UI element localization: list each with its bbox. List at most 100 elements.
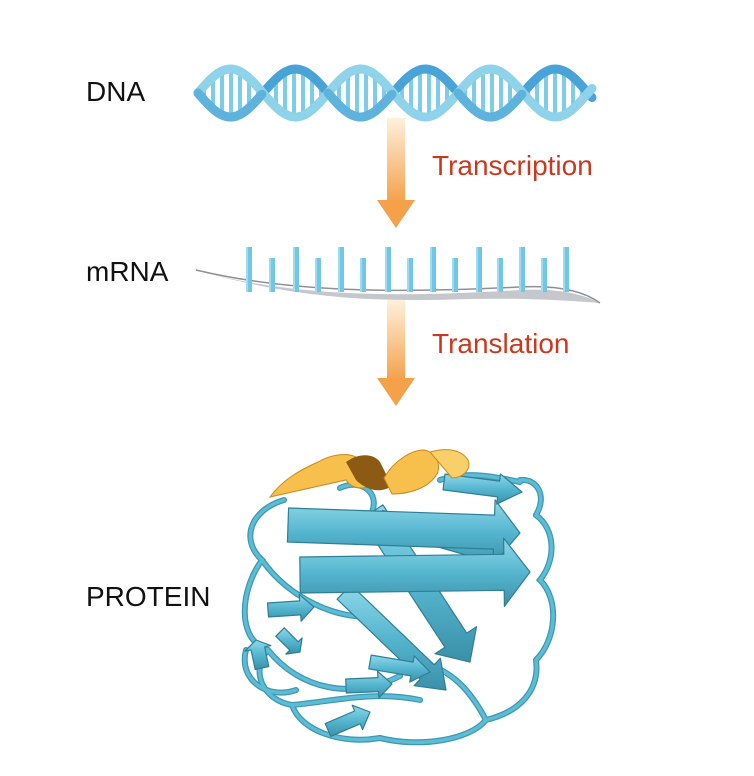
dna-base-pair [535, 77, 539, 109]
protein-coil-loop-highlight [338, 482, 376, 514]
dna-base-pair [418, 69, 422, 117]
dna-base-pair [463, 85, 467, 101]
dna-base-pair [301, 70, 305, 116]
dna-label: DNA [86, 76, 146, 107]
mrna-base [407, 258, 413, 292]
arrow-head [377, 378, 415, 406]
protein-beta-strand [368, 654, 431, 683]
dna-base-pair [202, 86, 206, 100]
mrna-base [315, 258, 321, 292]
mrna-base-highlight [476, 247, 478, 292]
dna-base-pair [562, 70, 566, 116]
dna-base-pair [229, 69, 233, 117]
mrna-base [293, 247, 299, 292]
mrna-base-highlight [315, 258, 317, 292]
mrna-base-highlight [269, 258, 271, 292]
dna-base-pair [310, 76, 314, 110]
protein-beta-strand [266, 594, 315, 622]
protein-alpha-helix-segment [429, 449, 470, 479]
dna-base-pair [481, 70, 485, 116]
dna-base-pair [337, 80, 341, 106]
protein-coil-loop-highlight [534, 513, 555, 662]
protein-coil-loop-highlight [518, 478, 543, 517]
mrna-base [541, 258, 547, 292]
dna-double-helix [193, 64, 597, 122]
dna-base-pair [373, 74, 377, 112]
mrna-base-highlight [246, 247, 248, 292]
mrna-base-highlight [541, 258, 543, 292]
protein-ribbon-icon [241, 449, 556, 746]
dna-base-pair [409, 74, 413, 112]
dna-base-pair [553, 69, 557, 117]
mrna-base-highlight [360, 258, 362, 292]
mrna-strand [195, 247, 601, 304]
mrna-base [519, 247, 525, 292]
protein-beta-strand [244, 639, 272, 671]
mrna-base-highlight [452, 258, 454, 292]
mrna-base [497, 258, 503, 292]
protein-coil-loop-highlight [242, 648, 298, 695]
mrna-base-highlight [497, 258, 499, 292]
mrna-backbone [196, 270, 600, 303]
transcription-label: Transcription [432, 150, 593, 181]
dna-base-pair [382, 82, 386, 104]
mrna-base [246, 247, 252, 292]
mrna-base [360, 258, 366, 292]
dna-base-pair [364, 69, 368, 117]
dna-base-pair [436, 73, 440, 113]
arrow-head [377, 200, 415, 228]
protein-label: PROTEIN [86, 581, 211, 612]
protein-beta-strand [345, 670, 393, 699]
dna-strand-front [193, 88, 267, 122]
dna-base-pair [238, 71, 242, 115]
dna-strand-front [453, 88, 527, 122]
dna-base-pair [490, 69, 494, 117]
dna-base-pair [355, 69, 359, 117]
mrna-base [269, 258, 275, 292]
mrna-base [476, 247, 482, 292]
protein-beta-strand [286, 499, 521, 565]
protein-coil-loop-highlight [290, 694, 422, 707]
mrna-base-highlight [563, 247, 565, 292]
dna-base-pair [580, 86, 584, 100]
dna-base-pair [274, 78, 278, 108]
dna-base-pair [220, 70, 224, 116]
mrna-base [338, 247, 344, 292]
dna-strand-front [323, 88, 397, 122]
mrna-base [385, 247, 391, 292]
transcription-arrow-icon [377, 118, 415, 228]
mrna-base-highlight [407, 258, 409, 292]
protein-beta-strand [275, 627, 303, 655]
dna-base-pair [400, 82, 404, 104]
protein-beta-strand [299, 537, 531, 608]
mrna-base-highlight [519, 247, 521, 292]
dna-base-pair [508, 78, 512, 108]
dna-base-pair [472, 76, 476, 110]
protein-beta-strand [324, 704, 371, 737]
arrow-shaft [387, 118, 405, 202]
translation-arrow-icon [377, 300, 415, 406]
mrna-base [430, 247, 436, 292]
mrna-base-highlight [430, 247, 432, 292]
translation-label: Translation [432, 328, 570, 359]
mrna-base [563, 247, 569, 292]
dna-base-pair [319, 85, 323, 101]
protein-alpha-helix-segment [383, 449, 439, 495]
mrna-base-highlight [338, 247, 340, 292]
dna-base-pair [445, 80, 449, 106]
dna-base-pair [283, 72, 287, 114]
dna-base-pair [211, 77, 215, 109]
dna-base-pair [292, 69, 296, 117]
arrow-shaft [387, 300, 405, 380]
protein-alpha-helix-back [346, 455, 392, 491]
dna-base-pair [247, 77, 251, 109]
mrna-base-highlight [293, 247, 295, 292]
mrna-base-highlight [385, 247, 387, 292]
dna-base-pair [571, 77, 575, 109]
dna-base-pair [346, 73, 350, 113]
mrna-label: mRNA [86, 256, 169, 287]
dna-base-pair [544, 71, 548, 115]
dna-base-pair [499, 72, 503, 114]
